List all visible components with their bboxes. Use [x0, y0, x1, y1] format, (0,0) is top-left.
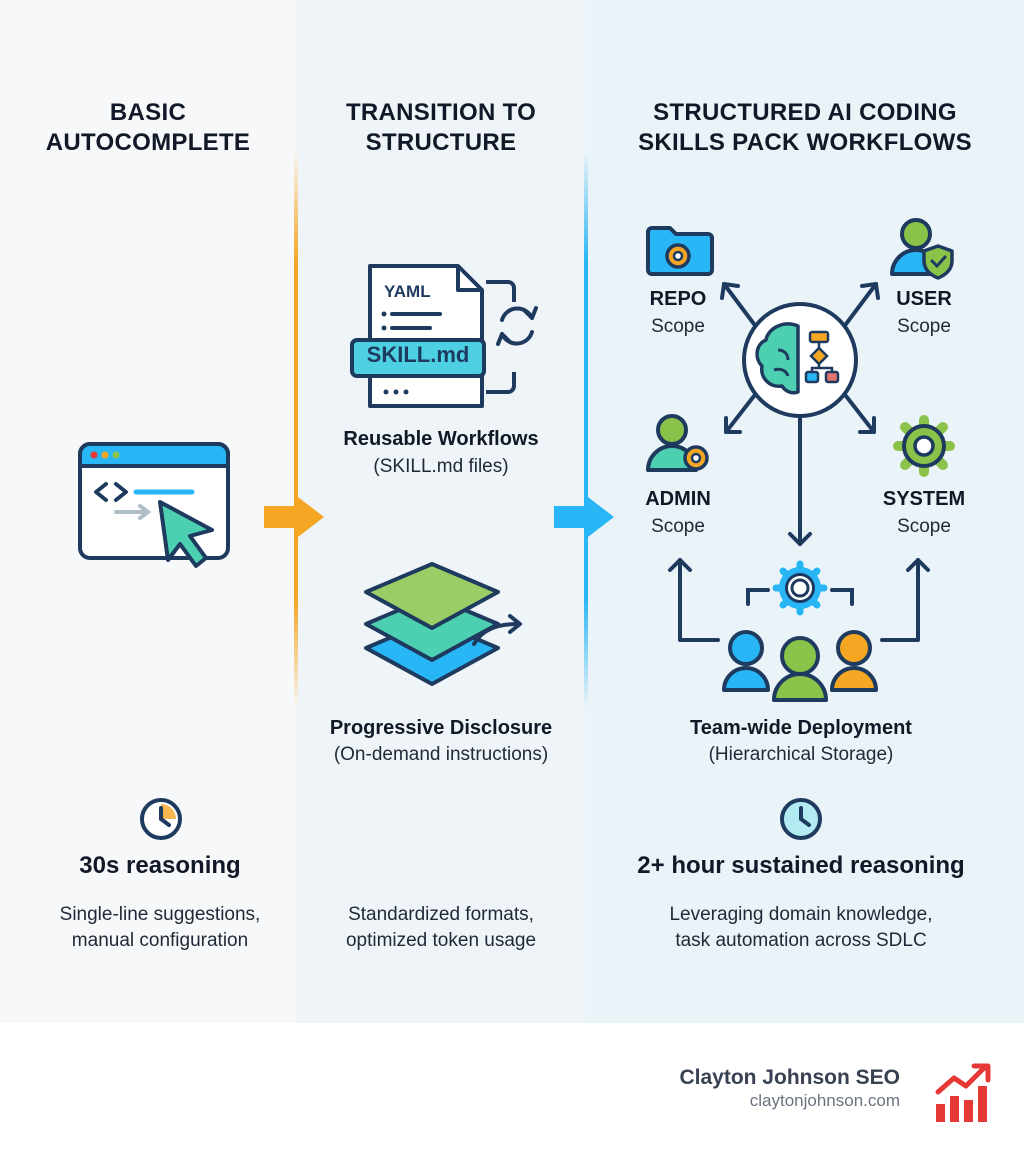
scope-admin-title: ADMIN — [645, 488, 711, 510]
brand-name: Clayton Johnson SEO — [679, 1066, 900, 1089]
column-structured — [586, 0, 1024, 1023]
reusable-workflows-title: Reusable Workflows — [343, 428, 539, 450]
progressive-disclosure-title: Progressive Disclosure — [329, 717, 553, 739]
brand-url: claytonjohnson.com — [749, 1091, 900, 1110]
heading-basic: BASIC AUTOCOMPLETE — [45, 99, 251, 156]
layers-icon — [364, 562, 522, 686]
brand-block: Clayton Johnson SEO claytonjohnson.com — [679, 1066, 900, 1111]
scope-user-title: USER — [896, 288, 952, 310]
divider-orange — [294, 150, 298, 710]
scope-system-sub: Scope — [897, 516, 951, 537]
scope-repo-sub: Scope — [651, 316, 705, 337]
yaml-file-icon — [350, 264, 516, 408]
column-transition — [296, 0, 586, 1023]
file-name-label: SKILL.md — [366, 342, 470, 367]
folder-gear-icon — [646, 226, 714, 276]
footer — [0, 1023, 1024, 1154]
arrow-right-orange-icon — [264, 494, 324, 540]
time-label-basic: 30s reasoning — [79, 852, 241, 879]
team-deployment-title: Team-wide Deployment — [690, 717, 912, 739]
progressive-disclosure-sub: (On-demand instructions) — [333, 744, 549, 765]
gear-icon — [893, 415, 955, 477]
file-tag-label: YAML — [384, 282, 431, 301]
scope-system-title: SYSTEM — [882, 488, 966, 510]
heading-structured: STRUCTURED AI CODING SKILLS PACK WORKFLO… — [638, 99, 972, 156]
code-window-cursor-icon — [78, 442, 230, 568]
time-label-structured: 2+ hour sustained reasoning — [637, 852, 965, 879]
user-gear-icon — [646, 414, 709, 472]
scope-repo-title: REPO — [649, 288, 707, 310]
arrow-right-blue-icon — [554, 494, 614, 540]
scope-hub-diagram — [668, 282, 930, 702]
heading-transition: TRANSITION TO STRUCTURE — [345, 99, 537, 156]
sync-icon — [496, 306, 538, 346]
description-transition: Standardized formats, optimized token us… — [345, 904, 537, 951]
reusable-workflows-sub: (SKILL.md files) — [373, 456, 509, 477]
scope-admin-sub: Scope — [651, 516, 705, 537]
divider-blue — [584, 150, 588, 710]
growth-chart-logo — [935, 1063, 991, 1122]
clock-icon — [780, 798, 822, 840]
clock-icon — [140, 798, 182, 840]
user-shield-icon — [890, 218, 954, 280]
team-deployment-sub: (Hierarchical Storage) — [708, 744, 894, 765]
scope-user-sub: Scope — [897, 316, 951, 337]
description-basic: Single-line suggestions, manual configur… — [59, 904, 261, 951]
description-structured: Leveraging domain knowledge, task automa… — [669, 904, 933, 951]
